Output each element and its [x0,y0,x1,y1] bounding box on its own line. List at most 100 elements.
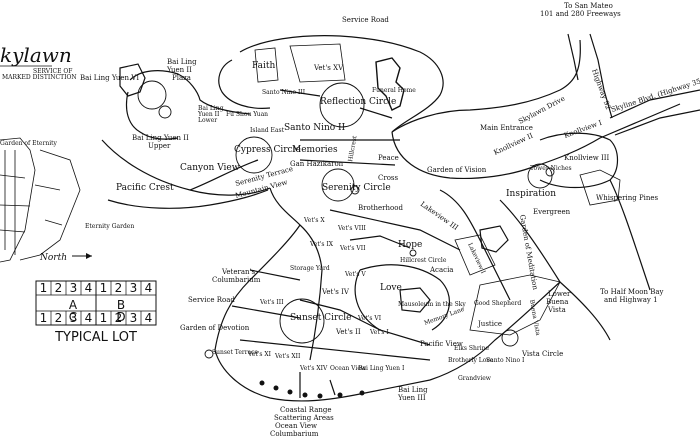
lot-number: 2 [115,281,123,295]
label-reflection-circle: Reflection Circle [320,97,396,107]
label-coastal-range-2: Scattering Areas [274,414,334,422]
label-garden-of-devotion: Garden of Devotion [180,324,250,332]
label-vets-iii: Vet's III [259,299,284,306]
label-bai-ling-ii-upper-1: Bai Ling Yuen II [132,134,189,142]
label-bai-ling-vi: Bai Ling Yuen VI [80,74,139,82]
label-vets-ix: Vet's IX [309,241,334,248]
typical-lot-diagram [35,280,157,326]
label-brotherly-love: Brotherly Love [448,357,494,364]
label-brotherhood: Brotherhood [358,204,403,212]
lakeview-building [479,225,509,253]
label-lower-buena-vista-1: Lower [548,290,571,298]
label-gan-nazikaron: Gan Hazikaron [290,160,344,168]
label-mausoleum: Mausoleum in the Sky [398,301,466,308]
label-tower-niches: Tower Niches [530,165,572,172]
label-vets-ii: Vet's II [335,328,361,336]
north-label: North [39,253,67,263]
label-faith: Faith [252,61,275,71]
label-whispering-pines: Whispering Pines [596,194,659,202]
label-bai-ling-ii-upper-2: Upper [148,142,171,150]
label-freeways: 101 and 280 Freeways [540,10,621,18]
label-to-half-moon-2: and Highway 1 [604,296,658,304]
lot-number: 1 [40,311,48,325]
label-sunset-circle: Sunset Circle [290,313,352,323]
roundabouts [137,80,555,359]
label-bai-ling-i: Bai Ling Yuen I [358,365,405,372]
label-lower-buena-vista-2: Buena [546,298,568,306]
lot-number: 1 [100,281,108,295]
label-vets-xii: Vet's XII [274,353,301,360]
logo-text: kylawn [0,43,72,67]
label-fu-shou-yuan: Fu Shou Yuan [226,111,268,118]
label-knollview-i: Knollview I [563,119,603,140]
label-santo-nino-ii: Santo Nino II [284,123,346,133]
label-garden-of-vision: Garden of Vision [427,166,487,174]
label-inspiration: Inspiration [506,189,556,199]
label-bai-ling-ii-plaza-2: Yuen II [166,66,192,74]
lot-number: 4 [85,311,93,325]
lot-number: 4 [85,281,93,295]
lot-number: 3 [130,311,138,325]
label-pacific-view: Pacific View [420,340,463,348]
label-bai-ling-iii-1: Bai Ling [398,386,428,394]
lot-number: 2 [55,311,63,325]
label-hillcrest-circle: Hillcrest Circle [400,257,447,264]
lot-title: TYPICAL LOT [54,330,137,345]
label-bai-ling-ii-lower-2: Yuen II [197,111,220,118]
label-memories: Memories [292,145,338,155]
label-vets-vii: Vet's VII [339,245,366,252]
lot-number: 4 [145,311,153,325]
label-hillcrest: Hillcrest [347,135,359,163]
label-eternity-garden: Eternity Garden [85,223,134,230]
label-lakeview-iii: Lakeview III [419,200,460,232]
label-garden-of-meditation: Garden of Meditation [518,214,539,291]
lot-number: 3 [70,281,78,295]
label-knollview-ii: Knollview II [492,131,534,156]
plaza-building [119,63,146,97]
label-ocean-view-col-2: Columbarium [270,430,319,438]
label-to-san-mateo: To San Mateo [564,2,613,10]
label-bai-ling-ii-plaza-1: Bai Ling [167,58,197,66]
label-cross: Cross [378,174,399,182]
label-to-half-moon-1: To Half Moon Bay [600,288,664,296]
funeral-home-building [375,57,405,111]
label-sunset-terrace: Sunset Terrace [212,349,259,356]
label-storage-yard: Storage Yard [290,265,330,272]
logo-service: SERVICE OF [33,68,72,75]
lot-number: 2 [55,281,63,295]
north-arrow-head [86,253,92,259]
lot-number: 4 [145,281,153,295]
label-vista-circle: Vista Circle [521,350,563,358]
label-peace: Peace [378,154,399,162]
road-network [101,33,700,402]
label-skylawn-drive: Skylawn Drive [517,95,566,126]
label-vets-viii: Vet's VIII [337,225,366,232]
label-cypress-circle: Cypress Circle [234,145,301,155]
label-good-shepherd: Good Shepherd [474,300,521,307]
lot-number: 3 [130,281,138,295]
lot-number: 1 [40,281,48,295]
lot-letter-a: A [69,298,78,312]
label-bai-ling-ii-lower-3: Lower [198,117,217,124]
label-acacia: Acacia [429,266,453,274]
lot-number: 1 [100,311,108,325]
logo-distinction: MARKED DISTINCTION [2,74,77,81]
label-vets-v: Vet's V [344,271,366,278]
label-vets-vi: Vet's VI [357,315,382,322]
label-bai-ling-iii-2: Yuen III [397,394,426,402]
label-bai-ling-ii-lower-1: Bai Ling [198,105,224,112]
label-veterans-columbarium-2: Columbarium [212,276,261,284]
label-funeral-home: Funeral Home [372,87,416,94]
label-vets-x: Vet's X [303,217,325,224]
label-garden-of-eternity: Garden of Eternity [0,140,58,147]
label-grandview: Grandview [458,375,492,382]
lot-letter-c: C [69,310,77,324]
label-vets-xiv: Vet's XIV [299,365,328,372]
label-bai-ling-ii-plaza-3: Plaza [172,74,191,82]
lot-letter-d: D [116,310,125,324]
label-memory-lane: Memory Lane [423,306,465,327]
label-island-east: Island East [250,127,285,134]
label-skyline-blvd: Skyline Blvd. (Highway 35) [610,76,700,114]
